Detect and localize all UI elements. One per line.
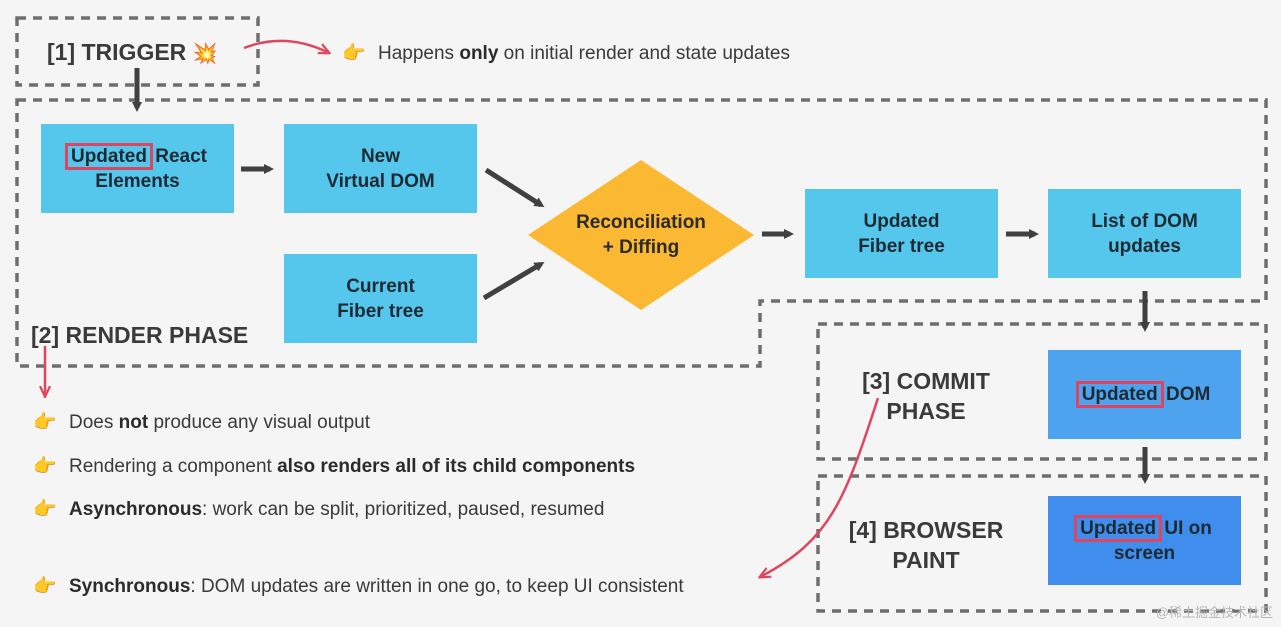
paint-phase-region	[816, 474, 1268, 613]
list-of-dom-updates-box: List of DOM updates	[1048, 189, 1241, 278]
trigger-region	[15, 16, 260, 87]
note-bold: Synchronous	[69, 576, 191, 597]
box-text: screen	[1113, 542, 1176, 564]
commit-label-line1: [3] COMMIT	[862, 368, 990, 394]
pointing-finger-icon: 👉	[33, 412, 57, 433]
note-row: 👉 Synchronous: DOM updates are written in…	[33, 574, 684, 598]
browser-paint-label: [4] BROWSER PAINT	[826, 515, 1026, 575]
watermark: @稀土掘金技术社区	[1155, 605, 1273, 620]
box-text: Current	[346, 275, 415, 297]
new-virtual-dom-box: New Virtual DOM	[284, 124, 477, 213]
updated-fiber-tree-box: Updated Fiber tree	[805, 189, 998, 278]
box-text: UI on	[1159, 517, 1212, 539]
trigger-label-text: [1] TRIGGER	[47, 39, 187, 65]
commit-phase-region	[816, 322, 1268, 461]
note-row: 👉 Asynchronous: work can be split, priori…	[33, 497, 604, 521]
note-text: Rendering a component	[69, 456, 278, 477]
box-text: Fiber tree	[858, 235, 945, 257]
note-text: Does	[69, 412, 119, 433]
commit-phase-label: [3] COMMIT PHASE	[826, 366, 1026, 426]
red-arrow-trigger-note	[243, 39, 327, 52]
note-text: : work can be split, prioritized, paused…	[202, 499, 605, 520]
updated-dom-box: Updated DOM	[1048, 350, 1241, 439]
paint-label-line1: [4] BROWSER	[848, 517, 1004, 543]
reconciliation-diamond	[528, 160, 754, 310]
current-fiber-tree-box: Current Fiber tree	[284, 254, 477, 343]
updated-ui-box: Updated UI on screen	[1048, 496, 1241, 585]
reconciliation-diamond-label: Reconciliation + Diffing	[528, 160, 754, 310]
red-arrow-commit-note	[762, 397, 880, 576]
trigger-note-bold: only	[459, 43, 499, 64]
explosion-icon: 💥	[192, 43, 218, 65]
pointing-finger-icon: 👉	[33, 576, 57, 597]
trigger-note: 👉 Happens only on initial render and stat…	[342, 41, 790, 65]
box-text: updates	[1108, 235, 1181, 257]
diamond-text: + Diffing	[602, 237, 680, 258]
render-phase-label: [2] RENDER PHASE	[31, 322, 249, 348]
arrow-current-to-diamond	[482, 261, 545, 301]
pointing-finger-icon: 👉	[33, 499, 57, 520]
arrow-vdom-to-diamond	[484, 167, 545, 208]
box-text: Virtual DOM	[326, 170, 435, 192]
box-text: React	[149, 145, 208, 167]
diamond-text: Reconciliation	[576, 212, 706, 233]
box-text: List of DOM	[1091, 210, 1198, 232]
note-row: 👉 Rendering a component also renders all …	[33, 454, 635, 478]
updated-highlight: Updated	[1075, 381, 1164, 408]
commit-label-line2: PHASE	[886, 398, 966, 424]
note-text: produce any visual output	[148, 412, 370, 433]
paint-label-line2: PAINT	[892, 547, 960, 573]
note-row: 👉 Does not produce any visual output	[33, 410, 370, 434]
updated-highlight: Updated	[64, 142, 153, 170]
trigger-note-post: on initial render and state updates	[498, 43, 790, 64]
pointing-finger-icon: 👉	[342, 43, 366, 64]
box-text: Updated	[863, 210, 940, 232]
note-bold: Asynchronous	[69, 499, 203, 520]
trigger-note-pre: Happens	[378, 43, 460, 64]
box-text: Fiber tree	[337, 300, 424, 322]
box-text: Elements	[95, 170, 180, 192]
note-bold: also renders all of its child components	[277, 456, 636, 477]
render-phase-region	[15, 98, 1268, 368]
updated-react-elements-box: Updated React Elements	[41, 124, 234, 213]
box-text: DOM	[1160, 384, 1211, 405]
pointing-finger-icon: 👉	[33, 456, 57, 477]
note-bold: not	[118, 412, 149, 433]
box-text: New	[360, 145, 401, 167]
trigger-label: [1] TRIGGER 💥	[47, 37, 218, 69]
updated-highlight: Updated	[1074, 514, 1163, 542]
note-text: : DOM updates are written in one go, to …	[190, 576, 684, 597]
